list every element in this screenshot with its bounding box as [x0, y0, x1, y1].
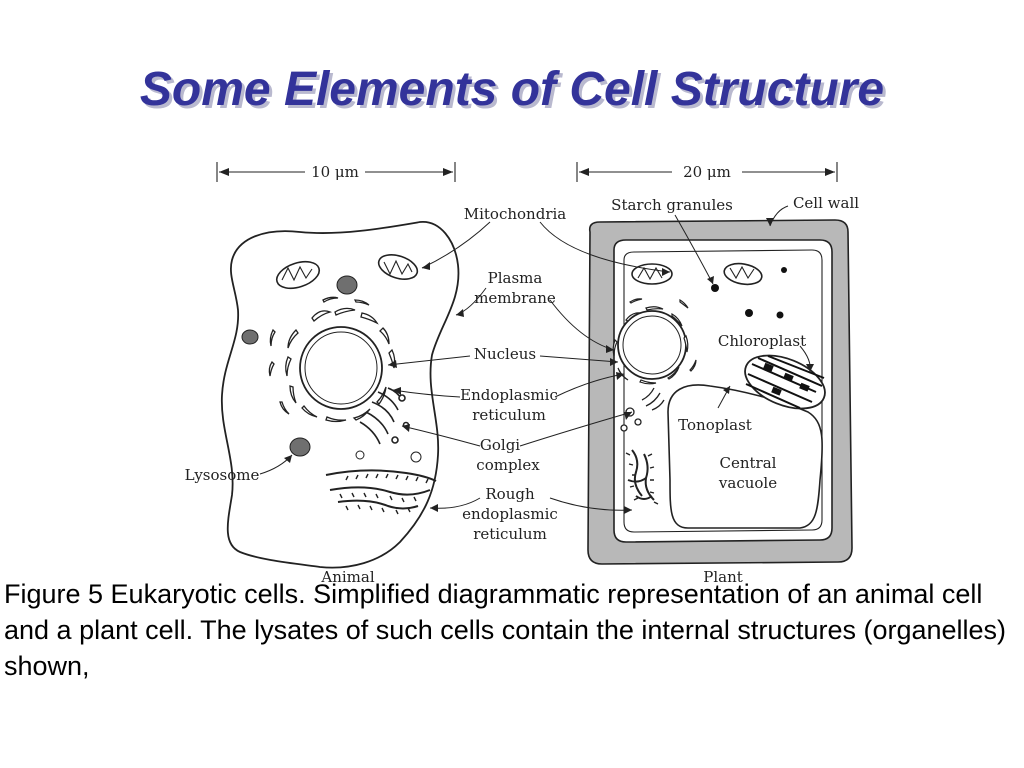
plant-endoplasmic-reticulum: [612, 298, 697, 385]
animal-lysosome: [289, 437, 311, 457]
slide-title: Some Elements of Cell Structure: [139, 63, 885, 116]
scale-label-plant: 20 μm: [683, 163, 731, 181]
plant-central-vacuole: [667, 384, 824, 529]
animal-small-vesicle-1: [355, 450, 365, 460]
animal-small-vesicle-2: [410, 451, 422, 463]
label-mitochondria: Mitochondria: [464, 205, 567, 223]
figure-caption: Figure 5 Eukaryotic cells. Simplified di…: [4, 579, 1007, 681]
animal-endoplasmic-reticulum: [268, 296, 396, 423]
label-starch-granules: Starch granules: [611, 196, 733, 214]
scale-bar-plant: 20 μm: [576, 162, 838, 182]
animal-vesicle-2: [241, 329, 259, 345]
animal-vesicle-1: [336, 275, 358, 295]
label-nucleus: Nucleus: [474, 345, 536, 363]
label-lysosome: Lysosome: [185, 466, 260, 484]
label-tonoplast: Tonoplast: [678, 416, 752, 434]
label-vacuole-line2: vacuole: [718, 474, 777, 492]
scale-label-animal: 10 μm: [311, 163, 359, 181]
label-plant: Plant: [703, 568, 743, 585]
label-animal: Animal: [320, 568, 374, 585]
label-er-line2: reticulum: [472, 406, 546, 424]
animal-cell: [220, 221, 460, 569]
plant-cytoplasm-boundary: [623, 249, 823, 533]
animal-nucleus: [299, 326, 383, 410]
plant-cell: [587, 219, 853, 565]
label-rough-er-line3: reticulum: [473, 525, 547, 543]
scale-bar-animal: 10 μm: [216, 162, 456, 182]
label-rough-er-line2: endoplasmic: [462, 505, 558, 523]
label-rough-er-line1: Rough: [485, 485, 535, 503]
label-golgi-line1: Golgi: [480, 436, 520, 454]
label-chloroplast: Chloroplast: [718, 332, 806, 350]
label-plasma-membrane-line1: Plasma: [488, 269, 543, 287]
plant-mitochondrion-2: [723, 262, 763, 286]
cell-structure-diagram: 10 μm 20 μm: [140, 150, 880, 585]
label-golgi-line2: complex: [476, 456, 540, 474]
plant-rough-er: [625, 449, 659, 505]
plant-nucleus: [617, 310, 687, 380]
animal-mitochondrion-1: [275, 260, 321, 290]
label-er-line1: Endoplasmic: [460, 386, 558, 404]
label-cell-wall: Cell wall: [793, 194, 859, 212]
plant-chloroplast: [744, 354, 826, 410]
plant-golgi-complex: [620, 387, 665, 432]
leader-lines: [259, 205, 811, 511]
plant-starch-granules: [711, 267, 787, 319]
label-vacuole-line1: Central: [720, 454, 777, 472]
leader-arrowheads: [284, 218, 814, 514]
animal-rough-er: [325, 469, 437, 515]
label-plasma-membrane-line2: membrane: [474, 289, 556, 307]
animal-mitochondrion-2: [377, 254, 419, 280]
